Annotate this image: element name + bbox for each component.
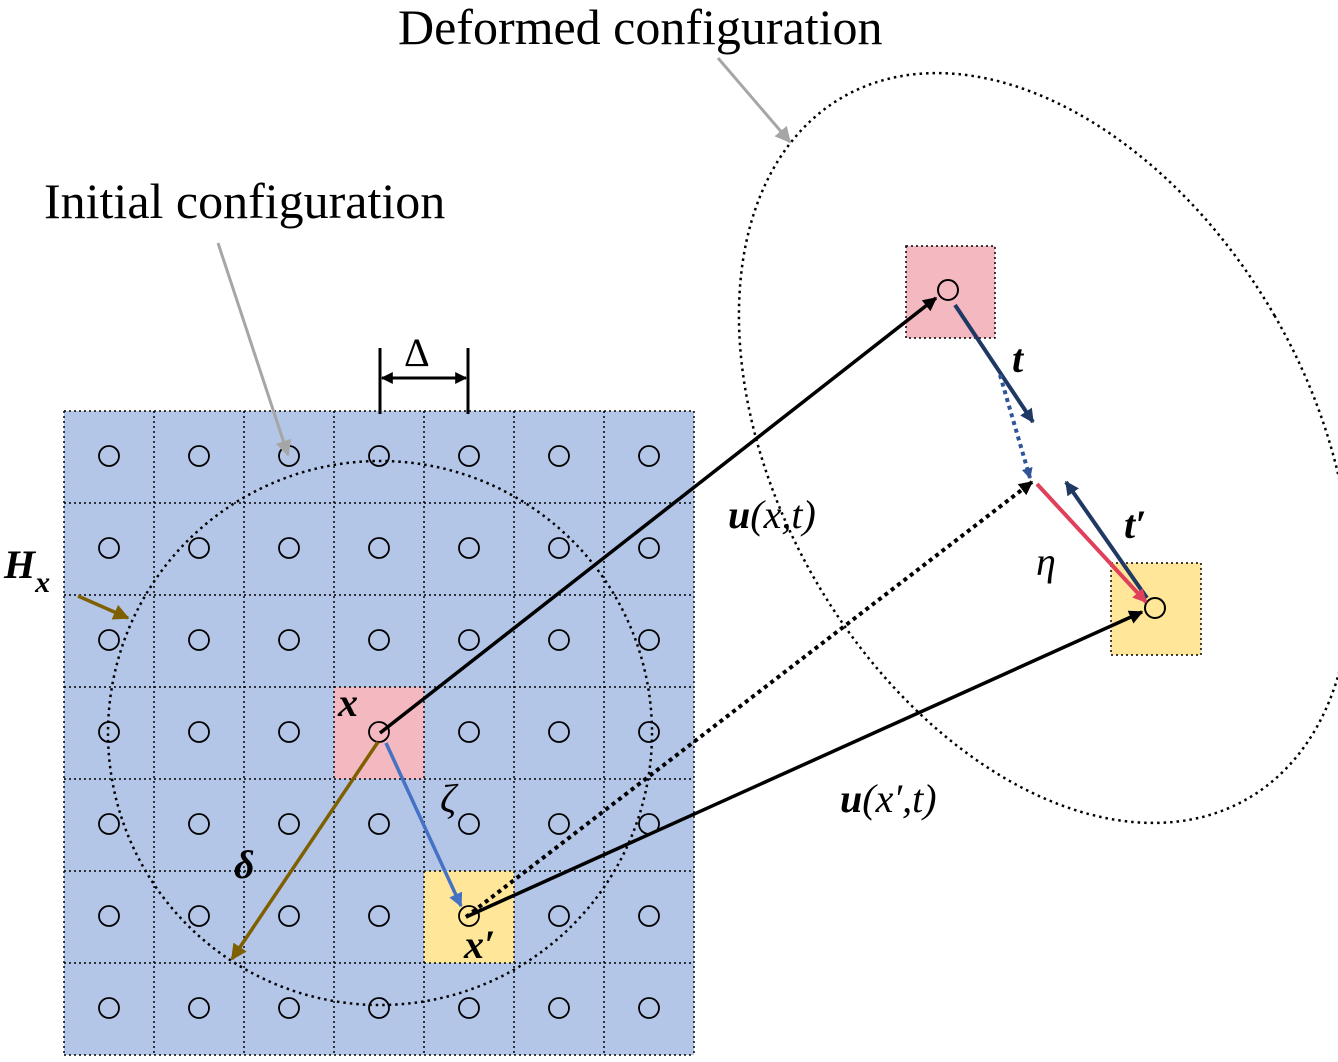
material-point — [638, 997, 660, 1019]
material-point — [368, 629, 390, 651]
material-point-grid — [63, 410, 695, 1056]
material-point — [98, 537, 120, 559]
u-xprime-args: (x′,t) — [862, 776, 936, 821]
material-point — [188, 445, 210, 467]
material-point — [368, 905, 390, 927]
force-tprime-arrow — [1064, 480, 1149, 600]
bond-xi-arrow — [384, 742, 463, 908]
horizon-delta-label: δ — [234, 842, 255, 887]
material-point — [278, 629, 300, 651]
horizon-radius-arrow — [230, 741, 380, 961]
displacement-u-xprime-label: u(x′,t) — [840, 776, 937, 821]
material-point — [188, 721, 210, 743]
displacement-u-xprime-arrow — [465, 610, 1144, 919]
material-point — [458, 905, 480, 927]
material-point — [548, 813, 570, 835]
material-point — [368, 721, 390, 743]
x-cell — [334, 687, 424, 779]
material-point — [188, 813, 210, 835]
material-point — [188, 905, 210, 927]
delta-spacing-label: Δ — [404, 330, 430, 375]
material-point — [98, 905, 120, 927]
horizon-label-arrow — [77, 594, 130, 620]
material-point — [548, 629, 570, 651]
material-point — [458, 537, 480, 559]
material-point — [188, 997, 210, 1019]
material-point — [638, 629, 660, 651]
force-t-dotted-extension — [998, 374, 1033, 480]
u-x-args: (x,t) — [750, 492, 816, 537]
material-point — [458, 629, 480, 651]
u-xprime-symbol: u — [840, 776, 862, 821]
material-point — [548, 997, 570, 1019]
horizon-H-symbol: H — [3, 542, 37, 587]
material-point — [368, 445, 390, 467]
deformed-region-ellipse — [737, 71, 1338, 825]
horizon-H-label: Hx — [3, 542, 50, 599]
force-t-arrow — [953, 303, 1035, 424]
relative-position-dotted-arrow — [464, 480, 1034, 919]
material-point — [278, 537, 300, 559]
material-point — [458, 721, 480, 743]
material-point — [278, 813, 300, 835]
material-point — [188, 629, 210, 651]
force-tprime-label: t′ — [1124, 502, 1146, 547]
point-xprime-label: x′ — [463, 922, 495, 967]
material-point — [548, 905, 570, 927]
material-point — [188, 537, 210, 559]
material-point — [638, 537, 660, 559]
material-point — [638, 445, 660, 467]
eta-label: η — [1036, 539, 1056, 584]
material-point — [458, 813, 480, 835]
material-point — [458, 445, 480, 467]
material-point — [368, 537, 390, 559]
material-point — [368, 813, 390, 835]
bond-xi-label: ζ — [440, 776, 459, 821]
point-x-label: x — [337, 680, 358, 725]
material-point — [368, 997, 390, 1019]
deformed-x-point — [937, 279, 959, 301]
material-point — [548, 537, 570, 559]
deformed-xprime-point — [1144, 597, 1166, 619]
material-point — [278, 721, 300, 743]
horizon-circle — [106, 459, 654, 1007]
material-point — [638, 905, 660, 927]
material-point — [98, 445, 120, 467]
deformed-x-cell — [905, 245, 996, 339]
material-point — [638, 721, 660, 743]
displacement-u-x-label: u(x,t) — [728, 492, 816, 537]
horizon-H-subscript: x — [34, 566, 50, 599]
material-point — [98, 629, 120, 651]
displacement-u-x-arrow — [378, 296, 938, 735]
deformed-configuration-label: Deformed configuration — [398, 0, 883, 55]
eta-arrow — [1035, 482, 1148, 604]
material-point — [548, 721, 570, 743]
u-x-symbol: u — [728, 492, 750, 537]
material-point — [98, 997, 120, 1019]
material-point — [458, 997, 480, 1019]
initial-configuration-label: Initial configuration — [44, 173, 445, 229]
material-point — [98, 813, 120, 835]
deformed-leader-arrow — [716, 57, 792, 144]
material-point — [278, 997, 300, 1019]
force-t-label: t — [1012, 336, 1025, 381]
material-point — [278, 905, 300, 927]
material-point — [548, 445, 570, 467]
initial-leader-arrow — [216, 242, 292, 457]
